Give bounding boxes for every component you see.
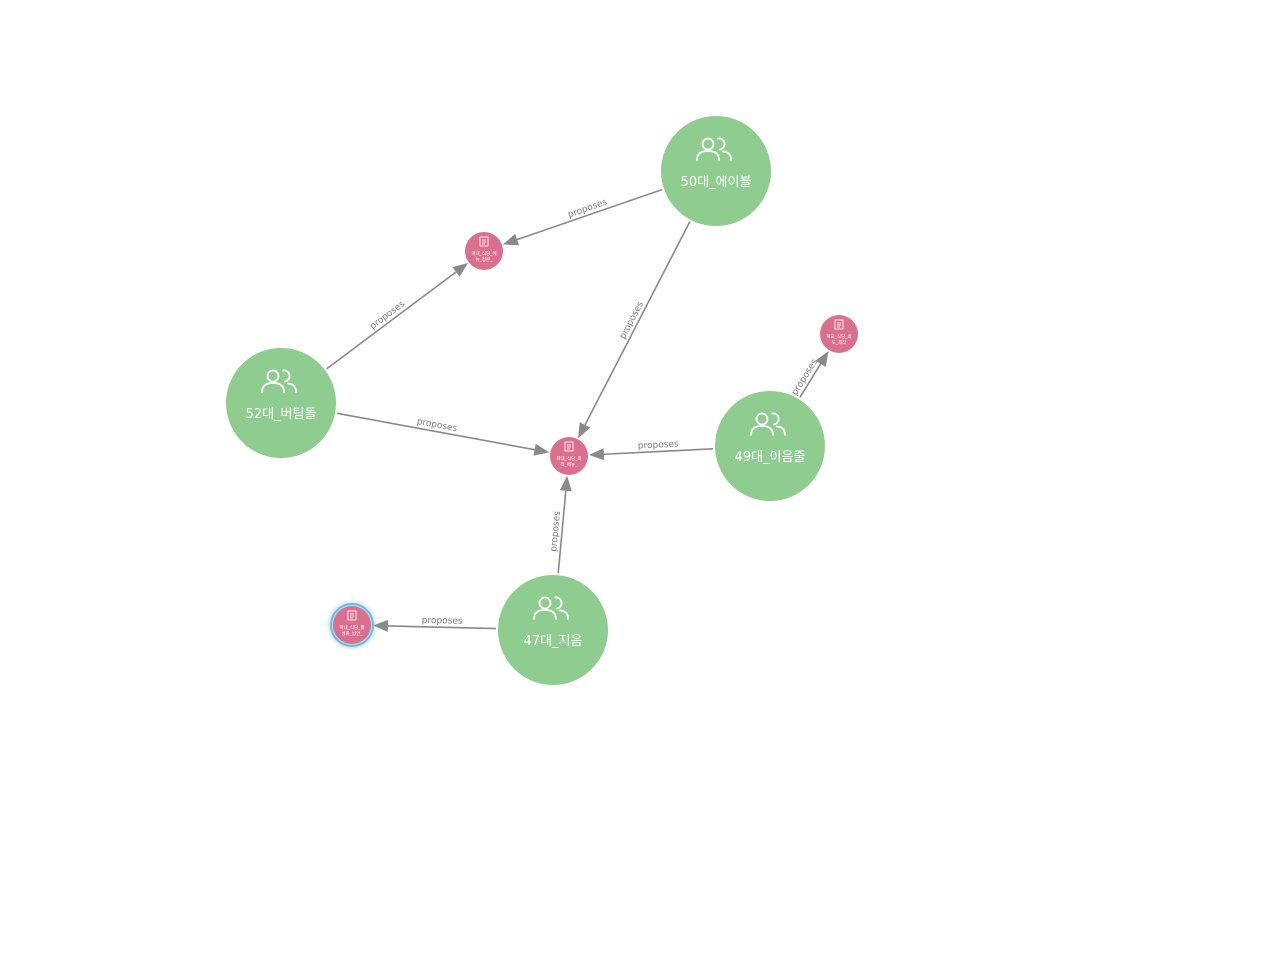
edge-line (516, 188, 663, 241)
node-label: 47대_지음 (524, 634, 583, 649)
node-label: 50대_에이블 (681, 175, 752, 190)
node-circle (661, 116, 771, 226)
node-label-line: 적_메뉴_ (561, 461, 579, 468)
node-circle (820, 315, 858, 353)
node-circle (226, 348, 336, 458)
node-label-line: 성화_방안_ (341, 630, 363, 637)
node-label-line: 뉴_정본_ (476, 256, 494, 263)
group-node-n52[interactable]: 52대_버팀돌 (226, 348, 336, 458)
users-icon (533, 596, 569, 620)
node-label-line: 학내_식당_활 (339, 624, 364, 631)
edge-line (603, 448, 714, 456)
proposal-node-pD[interactable]: 학내_식당_활성화_방안_ (329, 602, 375, 648)
edge-n47-pD[interactable]: proposes (372, 616, 497, 632)
arrowhead-icon (815, 351, 829, 367)
edge-line (557, 490, 567, 574)
node-label: 49대_이음줄 (735, 450, 806, 465)
arrowhead-icon (588, 448, 605, 461)
group-node-n50[interactable]: 50대_에이블 (661, 116, 771, 226)
edge-label: proposes (790, 357, 820, 397)
edge-label: proposes (422, 616, 463, 627)
node-label-line: 학내_식당_최 (556, 455, 581, 462)
node-circle (715, 391, 825, 501)
edge-label: proposes (368, 299, 407, 332)
arrowhead-icon (372, 619, 389, 632)
document-icon (834, 319, 844, 330)
document-icon (347, 610, 357, 621)
edge-n50-pA[interactable]: proposes (502, 188, 663, 246)
node-circle (333, 606, 371, 644)
edge-n49-pB[interactable]: proposes (588, 440, 714, 461)
selection-ring (330, 603, 374, 647)
node-circle (550, 437, 588, 475)
edge-line (799, 363, 822, 398)
proposal-node-pC[interactable]: 학교_식당_의도_제작 (820, 315, 858, 353)
node-label-line: 학내_식당_메 (471, 250, 496, 257)
arrowhead-icon (533, 443, 550, 456)
edge-n49-pC[interactable]: proposes (790, 351, 829, 398)
proposal-node-pB[interactable]: 학내_식당_최적_메뉴_ (550, 437, 588, 475)
arrowhead-icon (502, 233, 520, 246)
users-icon (261, 369, 297, 393)
node-circle (498, 575, 608, 685)
arrowhead-icon (452, 262, 468, 277)
users-icon (696, 137, 732, 161)
edge-n50-pB[interactable]: proposes (578, 221, 691, 439)
node-circle (465, 232, 503, 270)
edge-line (336, 412, 535, 451)
arrowhead-icon (578, 422, 591, 439)
edge-label: proposes (549, 510, 563, 552)
edge-n52-pA[interactable]: proposes (326, 262, 468, 370)
edge-n52-pB[interactable]: proposes (336, 412, 550, 456)
group-node-n49[interactable]: 49대_이음줄 (715, 391, 825, 501)
node-label-line: 학교_식당_의 (826, 333, 851, 340)
nodes-layer: 50대_에이블52대_버팀돌49대_이음줄47대_지음학내_식당_메뉴_정본_학… (226, 116, 858, 685)
proposal-node-pA[interactable]: 학내_식당_메뉴_정본_ (465, 232, 503, 270)
arrowhead-icon (559, 475, 572, 492)
edge-n47-pB[interactable]: proposes (549, 475, 572, 574)
node-label: 52대_버팀돌 (246, 407, 317, 422)
node-label-line: 도_제작 (832, 339, 847, 346)
edge-label: proposes (567, 197, 609, 220)
document-icon (479, 236, 489, 247)
document-icon (564, 441, 574, 452)
edge-line (387, 625, 497, 630)
users-icon (750, 412, 786, 436)
edge-label: proposes (638, 440, 680, 452)
edge-line (326, 271, 457, 370)
group-node-n47[interactable]: 47대_지음 (498, 575, 608, 685)
edge-line (584, 221, 691, 426)
